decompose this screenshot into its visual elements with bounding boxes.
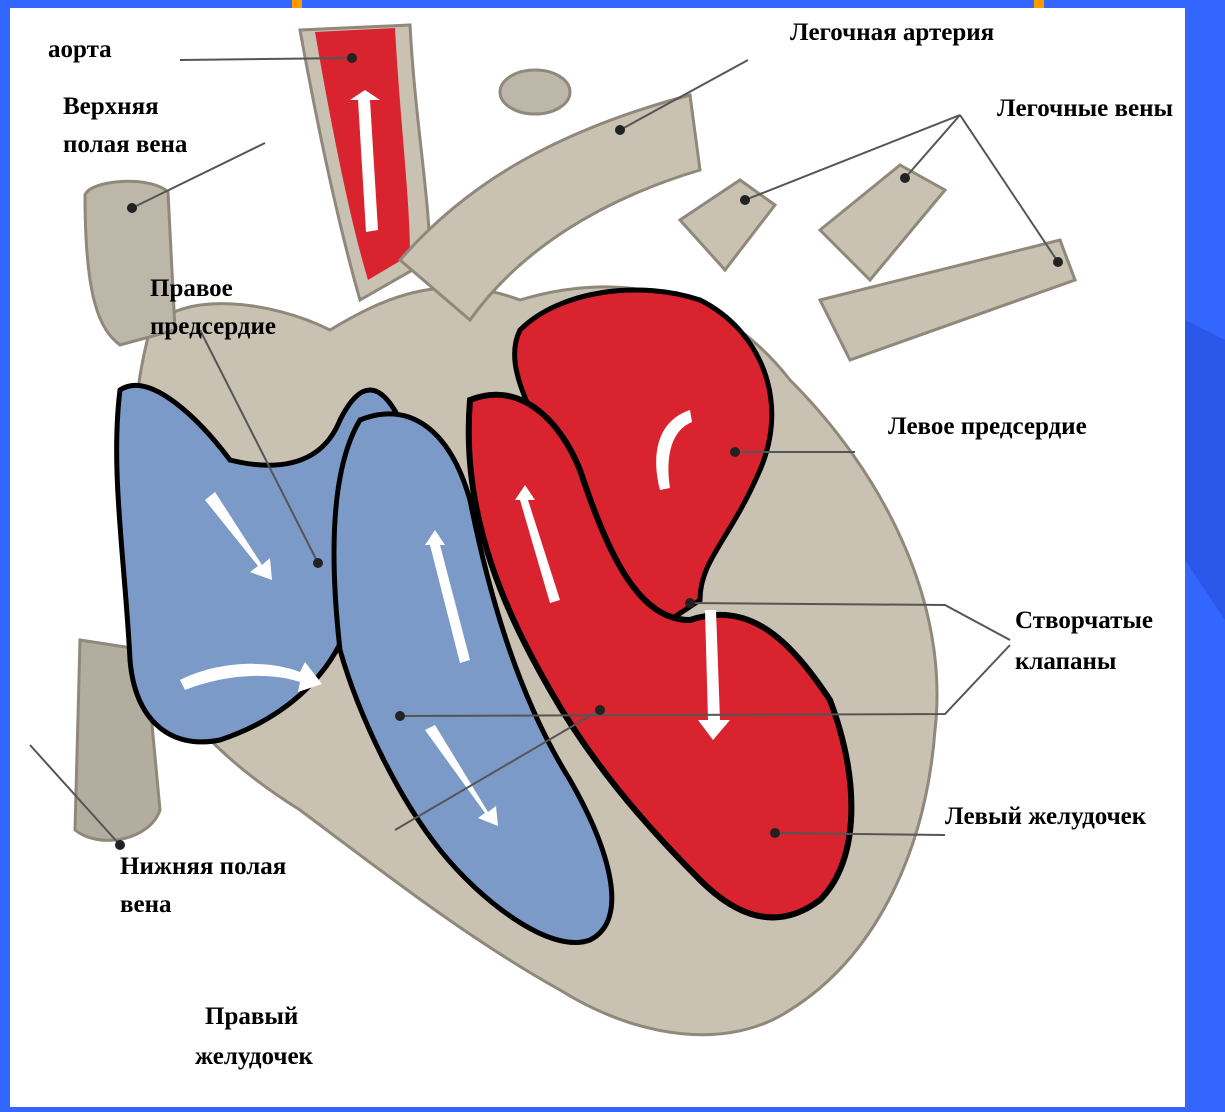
- label-right-atrium-line2: предсердие: [150, 310, 276, 344]
- dot-pulmonary-artery: [615, 125, 625, 135]
- label-superior-vena-cava-line2: полая вена: [63, 128, 187, 162]
- dot-aorta: [347, 53, 357, 63]
- leader-pulmonary-veins-3: [960, 115, 1058, 262]
- dot-pulmonary-vein-1: [740, 195, 750, 205]
- dot-left-ventricle: [770, 828, 780, 838]
- label-right-ventricle-line2: желудочек: [195, 1040, 313, 1074]
- label-pulmonary-artery: Легочная артерия: [790, 16, 994, 50]
- dot-valve-tricuspid: [395, 711, 405, 721]
- label-right-ventricle-line1: Правый: [205, 1000, 298, 1034]
- label-superior-vena-cava-line1: Верхняя: [63, 90, 159, 124]
- label-left-ventricle: Левый желудочек: [945, 800, 1146, 834]
- dot-right-ventricle: [595, 705, 605, 715]
- label-left-atrium: Левое предсердие: [888, 410, 1087, 444]
- label-right-atrium-line1: Правое: [150, 272, 233, 306]
- dot-left-atrium: [730, 447, 740, 457]
- label-inferior-vena-cava-line2: вена: [120, 888, 172, 922]
- dot-ivc: [115, 840, 125, 850]
- label-inferior-vena-cava-line1: Нижняя полая: [120, 850, 286, 884]
- label-valves-line1: Створчатые: [1015, 604, 1153, 638]
- leader-pulmonary-veins-2: [905, 115, 960, 178]
- dot-svc: [127, 203, 137, 213]
- label-pulmonary-veins: Легочные вены: [997, 92, 1173, 126]
- pulmonary-artery-branch: [500, 70, 570, 114]
- dot-pulmonary-vein-2: [900, 173, 910, 183]
- dot-pulmonary-vein-3: [1053, 257, 1063, 267]
- dot-right-atrium: [313, 558, 323, 568]
- pulmonary-vein-2: [820, 165, 945, 280]
- dot-valve-mitral: [685, 598, 695, 608]
- label-aorta: аорта: [48, 33, 112, 67]
- pulmonary-artery-vessel: [400, 95, 700, 320]
- label-valves-line2: клапаны: [1015, 645, 1116, 679]
